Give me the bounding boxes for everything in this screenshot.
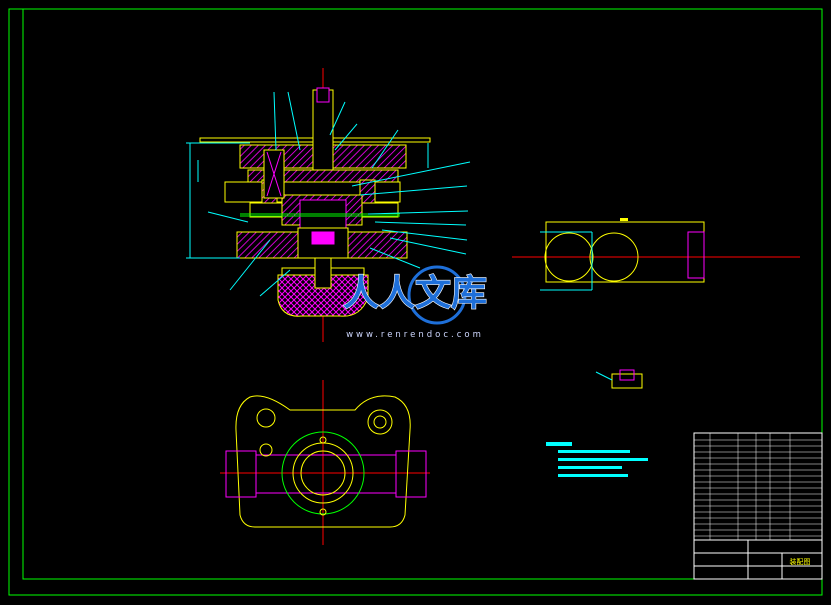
title-block-drawing-name: 装配图 bbox=[790, 557, 811, 566]
title-block bbox=[693, 539, 823, 580]
part-detail bbox=[595, 369, 643, 389]
inner-frame bbox=[22, 8, 823, 580]
watermark-logo-text: 人人文库 bbox=[343, 273, 487, 314]
strip-layout-view bbox=[512, 218, 800, 291]
lower-bolster-hatched bbox=[277, 274, 369, 317]
watermark-logo: 人人文库 www.renrendoc.com bbox=[342, 265, 488, 340]
watermark-url: www.renrendoc.com bbox=[346, 330, 484, 340]
parts-list-table: 装配图 bbox=[693, 432, 823, 580]
plan-view bbox=[220, 380, 430, 545]
plan-outline bbox=[235, 395, 411, 528]
technical-notes bbox=[546, 442, 648, 477]
section-view-assembly bbox=[186, 68, 471, 342]
